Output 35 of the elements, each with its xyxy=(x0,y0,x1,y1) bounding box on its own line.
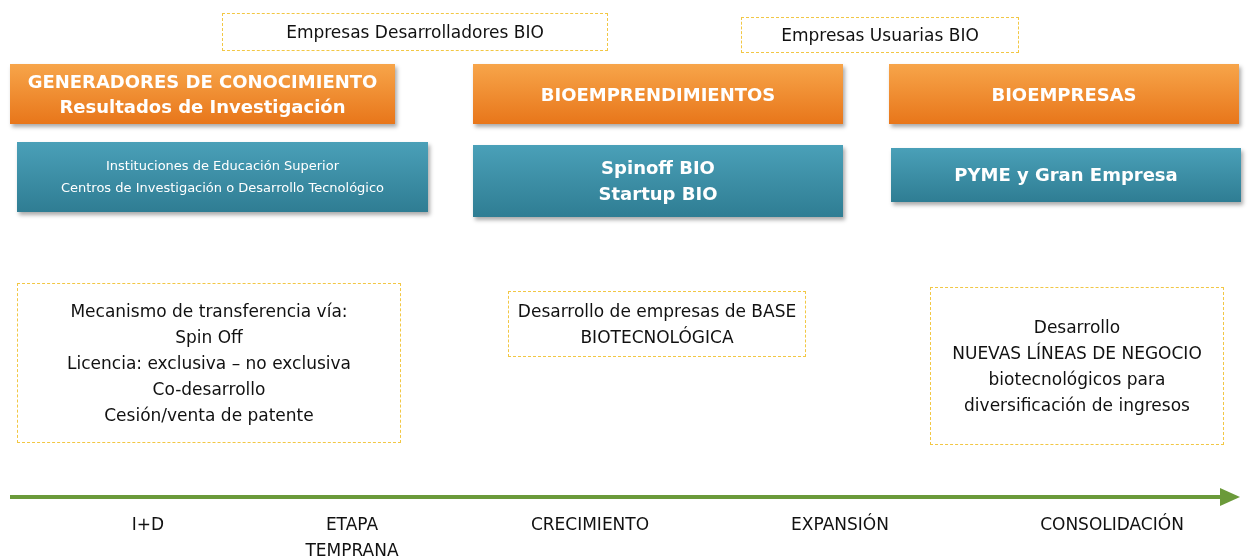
heading-bar xyxy=(10,64,395,124)
box-text: BIOEMPRESAS xyxy=(991,82,1137,107)
box-text: Empresas Desarrolladores BIO xyxy=(286,21,544,44)
box-text: Startup BIO xyxy=(598,182,718,206)
stage-label: I+D xyxy=(130,513,166,536)
dashed-text-box xyxy=(222,13,608,51)
stage-label: CONSOLIDACIÓN xyxy=(1039,512,1185,536)
stage-label: CRECIMIENTO xyxy=(529,513,651,536)
box-text: NUEVAS LÍNEAS DE NEGOCIO biotecnológicos para diversificación de ingresos xyxy=(951,341,1203,417)
box-text: GENERADORES DE CONOCIMIENTO xyxy=(27,70,378,94)
box-text: Desarrollo xyxy=(1033,316,1121,339)
box-text: Instituciones de Educación Superior xyxy=(106,157,339,175)
category-bar xyxy=(473,145,843,217)
box-text: Cesión/venta de patente xyxy=(104,404,314,427)
box-text: Licencia: exclusiva – no exclusiva xyxy=(67,352,351,375)
box-text: BIOEMPRENDIMIENTOS xyxy=(540,82,776,107)
box-text: Resultados de Investigación xyxy=(59,95,346,119)
dashed-text-box xyxy=(17,283,401,443)
dashed-text-box xyxy=(930,287,1224,445)
box-text: Desarrollo de empresas de BASE BIOTECNOLÓGICA xyxy=(517,300,797,349)
box-text: Spinoff BIO xyxy=(601,156,715,180)
stage-label: EXPANSIÓN xyxy=(790,512,890,536)
box-text: Co-desarrollo xyxy=(152,378,266,401)
category-bar xyxy=(891,148,1241,202)
box-text: Centros de Investigación o Desarrollo Tecnológico xyxy=(60,179,385,197)
box-text: Mecanismo de transferencia vía: xyxy=(70,300,348,323)
dashed-text-box xyxy=(741,17,1019,53)
box-text: Spin Off xyxy=(175,326,243,349)
heading-bar xyxy=(473,64,843,124)
dashed-text-box xyxy=(508,291,806,357)
box-text: Empresas Usuarias BIO xyxy=(781,24,979,47)
stage-label: ETAPA TEMPRANA xyxy=(304,513,400,560)
category-bar xyxy=(17,142,428,212)
box-text: PYME y Gran Empresa xyxy=(954,163,1178,187)
heading-bar xyxy=(889,64,1239,124)
